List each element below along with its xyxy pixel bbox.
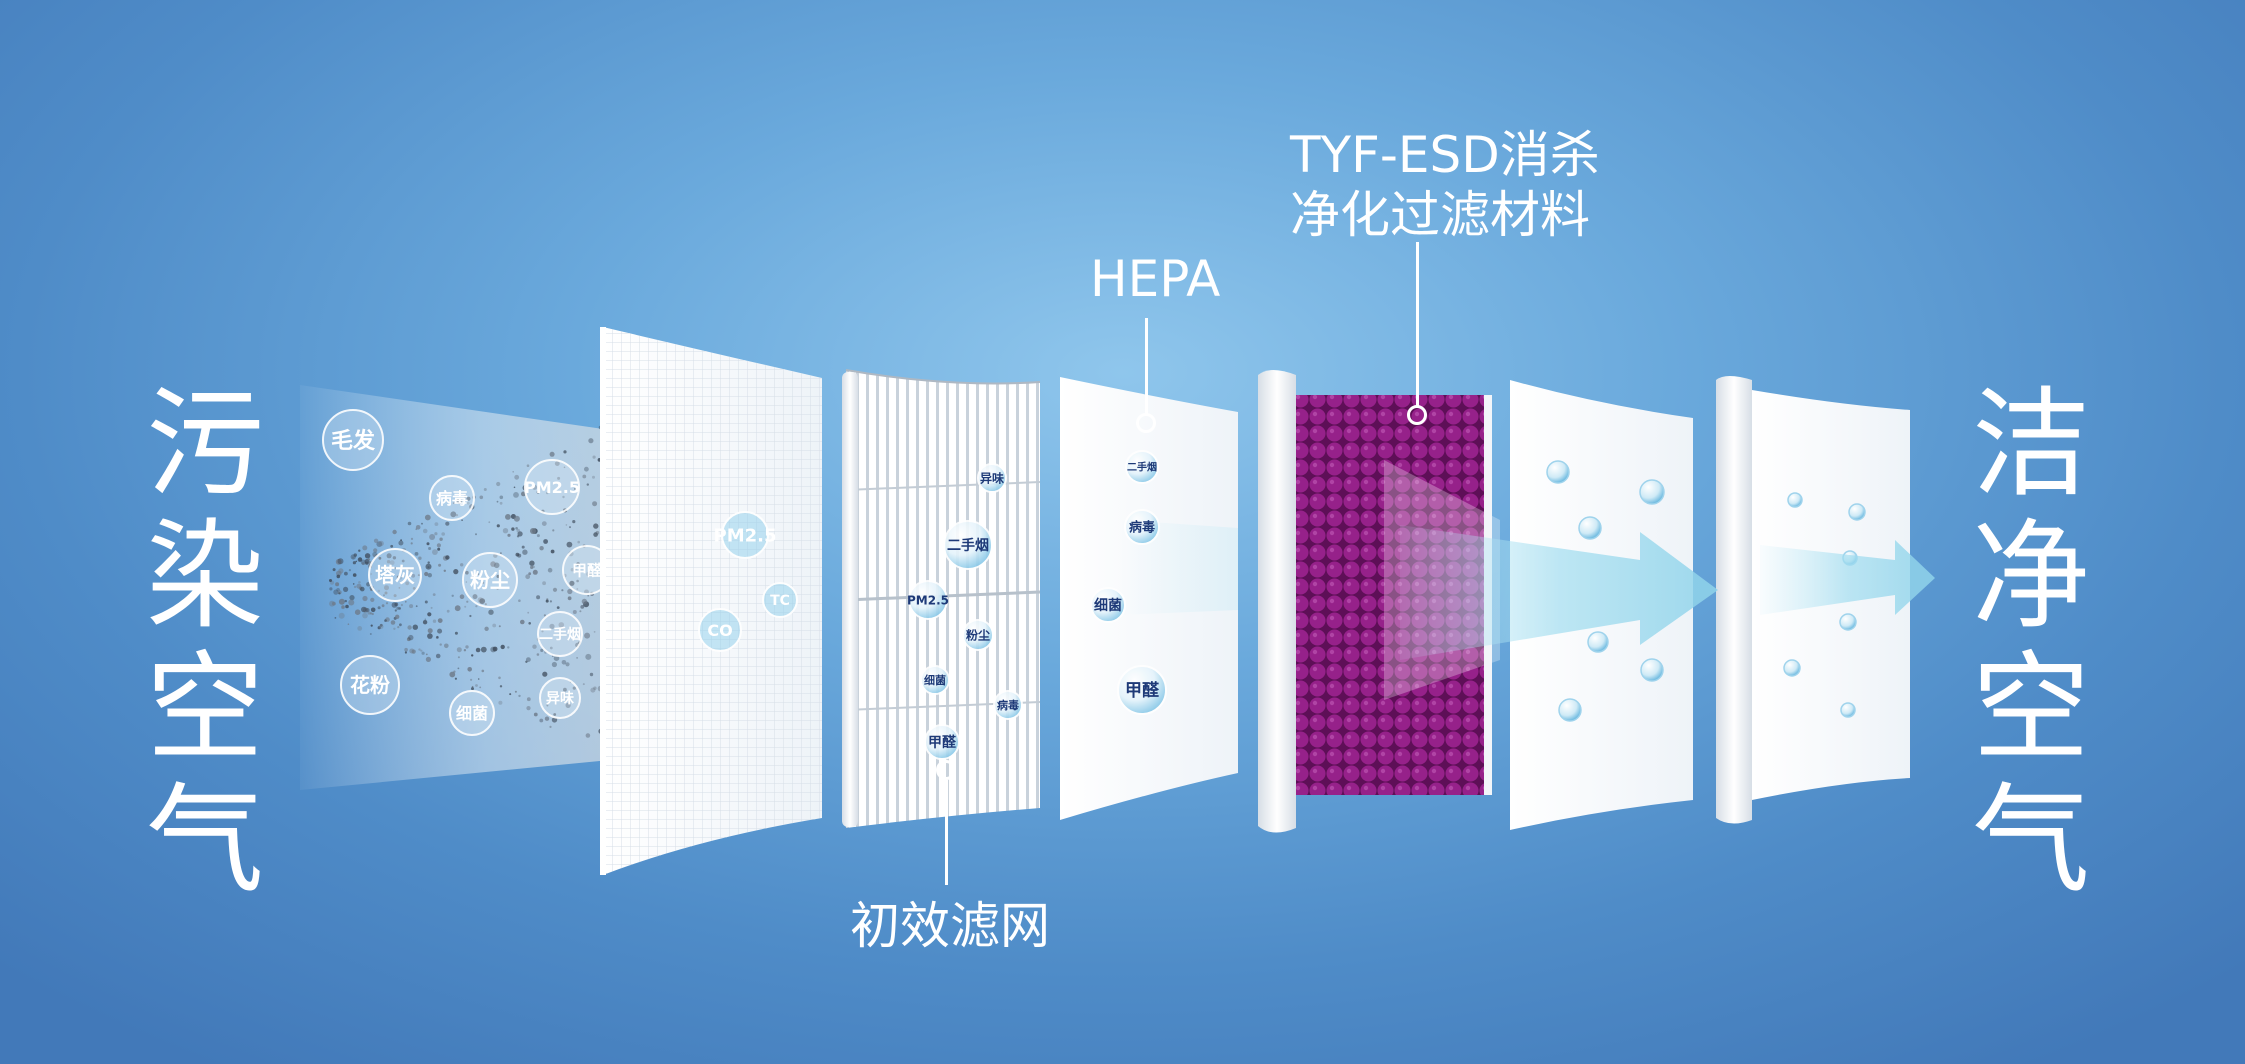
tyf-esd-label-line1: TYF-ESD消杀 xyxy=(1290,126,1600,184)
svg-text:PM2.5: PM2.5 xyxy=(714,525,777,546)
svg-text:PM2.5: PM2.5 xyxy=(524,478,580,497)
svg-text:细菌: 细菌 xyxy=(456,704,488,723)
polluted-air-char: 气 xyxy=(145,771,264,910)
svg-text:二手烟: 二手烟 xyxy=(1127,461,1157,474)
water-droplet xyxy=(1639,479,1665,505)
hepa-label: HEPA xyxy=(1090,250,1221,308)
layer-1-bubble: CO xyxy=(698,608,742,652)
polluted-air-char: 染 xyxy=(145,507,264,646)
svg-text:PM2.5: PM2.5 xyxy=(907,593,949,607)
hepa-leader-line xyxy=(1145,318,1148,415)
pollutant-bubble: PM2.5 xyxy=(524,459,580,515)
svg-text:粉尘: 粉尘 xyxy=(966,627,990,642)
svg-text:异味: 异味 xyxy=(980,470,1004,485)
layer-1-bubble: PM2.5 xyxy=(714,511,777,559)
water-droplet xyxy=(1546,460,1570,484)
water-droplet xyxy=(1840,702,1856,718)
clean-air-char: 空 xyxy=(1971,639,2090,778)
tyf-esd-label-line2: 净化过滤材料 xyxy=(1290,186,1590,244)
water-droplet xyxy=(1787,492,1803,508)
polluted-air-cone xyxy=(300,385,612,790)
pre-filter-bubble: 病毒 xyxy=(993,690,1023,720)
clean-air-char: 洁 xyxy=(1971,375,2090,513)
pollutant-bubble: 二手烟 xyxy=(537,611,583,657)
hepa-bubble: 甲醛 xyxy=(1117,665,1167,715)
pre-filter-bubble: 异味 xyxy=(977,463,1007,493)
airflow-arrow-2 xyxy=(1760,540,1935,615)
pollutant-bubble: 粉尘 xyxy=(462,552,518,608)
svg-text:甲醛: 甲醛 xyxy=(572,561,603,579)
water-droplet xyxy=(1848,503,1866,521)
pollutant-bubble: 病毒 xyxy=(429,475,475,521)
pollutant-bubble: 甲醛 xyxy=(562,545,612,595)
svg-text:病毒: 病毒 xyxy=(1129,520,1155,536)
pollutant-bubble: 花粉 xyxy=(340,655,400,715)
pollutant-bubble: 塔灰 xyxy=(368,548,422,602)
svg-text:细菌: 细菌 xyxy=(1094,597,1122,614)
water-droplet xyxy=(1640,658,1664,682)
dust-particles xyxy=(329,423,612,738)
svg-text:甲醛: 甲醛 xyxy=(1125,680,1160,701)
pre-filter-bubble: 粉尘 xyxy=(962,619,994,651)
clean-air-char: 净 xyxy=(1971,507,2090,646)
hepa-bubble: 二手烟 xyxy=(1125,450,1159,484)
svg-text:二手烟: 二手烟 xyxy=(947,537,989,554)
hepa-bubble: 细菌 xyxy=(1090,587,1126,623)
svg-text:甲醛: 甲醛 xyxy=(928,734,957,751)
svg-text:花粉: 花粉 xyxy=(350,673,390,697)
svg-text:病毒: 病毒 xyxy=(436,489,468,508)
pollutant-bubble: 异味 xyxy=(539,677,581,719)
layer-1-bubble: TC xyxy=(762,582,798,618)
svg-text:塔灰: 塔灰 xyxy=(375,563,415,587)
clean-air-title: 洁 净 空 气 xyxy=(1966,378,2096,907)
hepa-leader-dot xyxy=(1136,413,1156,433)
polluted-air-title: 污 染 空 气 xyxy=(140,378,270,907)
layer-5-droplets xyxy=(1546,460,1665,722)
airflow-arrow-1 xyxy=(1400,525,1718,660)
pollutant-bubble: 细菌 xyxy=(449,690,495,736)
hepa-bubble: 病毒 xyxy=(1124,509,1160,545)
prefilter-leader-line xyxy=(945,780,948,885)
water-droplet xyxy=(1558,698,1582,722)
water-droplet xyxy=(1578,516,1602,540)
svg-text:细菌: 细菌 xyxy=(924,673,946,687)
clean-air-char: 气 xyxy=(1971,771,2090,910)
water-droplet xyxy=(1839,613,1857,631)
svg-text:异味: 异味 xyxy=(546,691,574,707)
tyf-esd-leader-dot xyxy=(1407,405,1427,425)
pre-filter-bubble: 甲醛 xyxy=(924,724,960,760)
layer-1-bubbles: PM2.5TC CO xyxy=(698,511,798,652)
pre-filter-bubble: PM2.5 xyxy=(907,580,949,620)
svg-text:病毒: 病毒 xyxy=(997,698,1019,712)
tyf-esd-leader-line xyxy=(1416,242,1419,407)
pre-filter-bubble: 细菌 xyxy=(920,665,950,695)
water-droplet xyxy=(1783,659,1801,677)
svg-text:TC: TC xyxy=(770,593,790,609)
svg-text:CO: CO xyxy=(707,621,732,640)
pre-filter-bubble: 二手烟 xyxy=(943,520,993,570)
svg-text:二手烟: 二手烟 xyxy=(539,626,581,643)
filter-layer-1: PM2.5TC CO xyxy=(600,327,822,875)
prefilter-leader-dot xyxy=(936,760,956,780)
polluted-air-char: 污 xyxy=(145,375,264,513)
svg-text:粉尘: 粉尘 xyxy=(470,568,510,592)
prefilter-label: 初效滤网 xyxy=(850,897,1050,955)
svg-text:毛发: 毛发 xyxy=(331,428,376,454)
pollutant-bubble: 毛发 xyxy=(322,409,384,471)
water-droplet xyxy=(1587,631,1609,653)
polluted-air-char: 空 xyxy=(145,639,264,778)
